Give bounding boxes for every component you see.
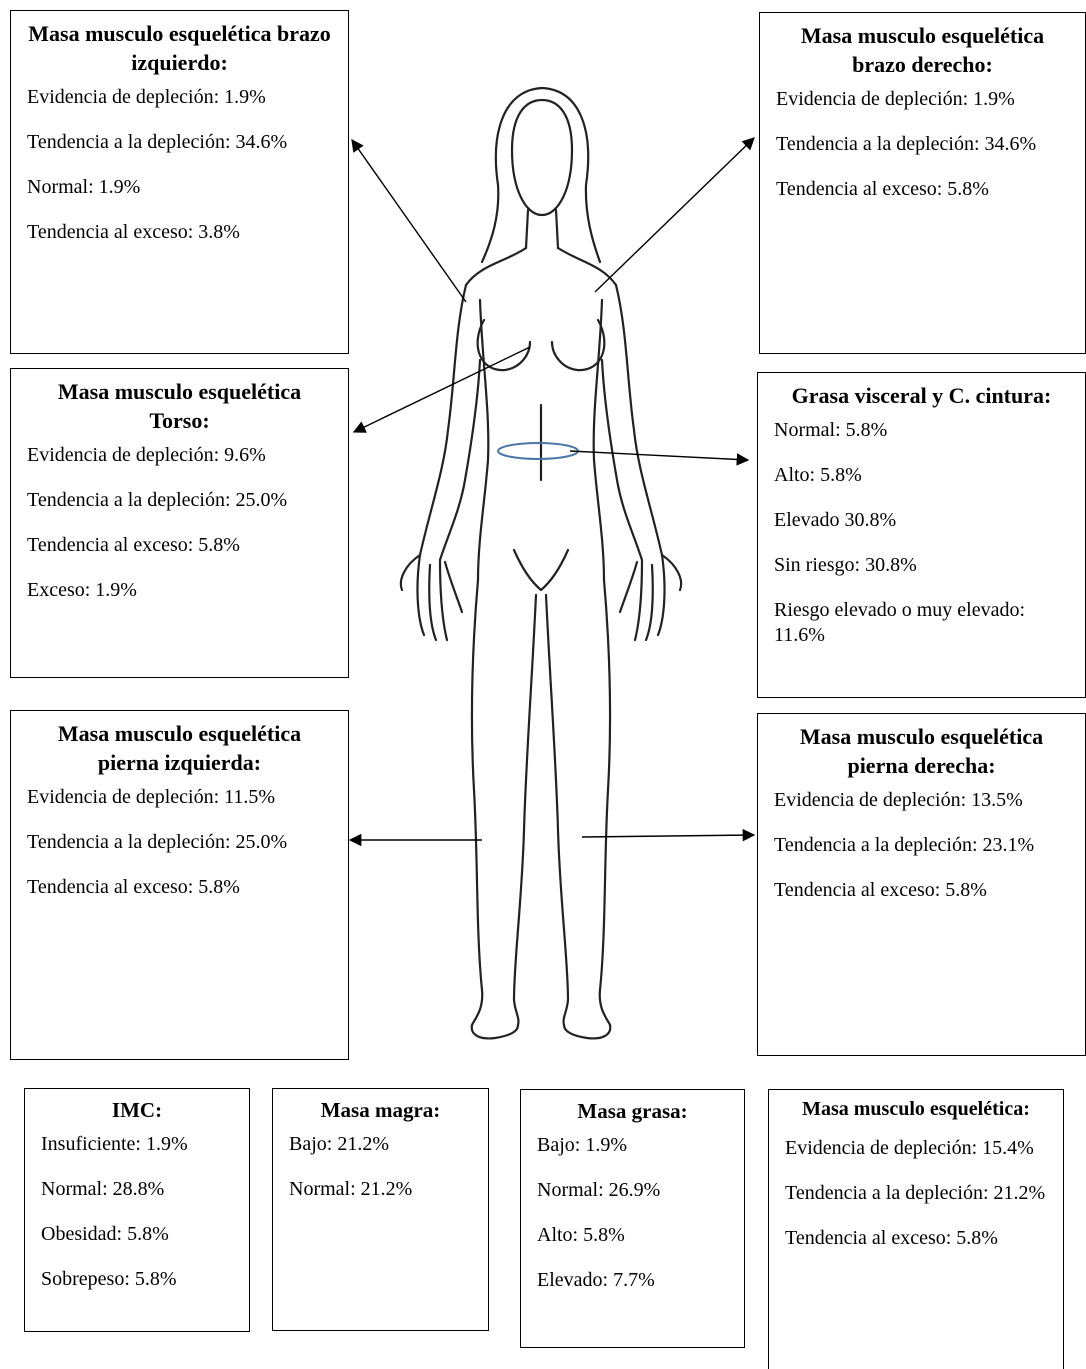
box-title: Masa magra: bbox=[289, 1097, 472, 1124]
box-title: IMC: bbox=[41, 1097, 233, 1124]
box-pierna-izquierda: Masa musculo esquelética pierna izquierd… bbox=[10, 710, 349, 1060]
list-item: Alto: 5.8% bbox=[774, 463, 1069, 488]
list-item: Tendencia a la depleción: 25.0% bbox=[27, 488, 332, 513]
arrow-pierna-derecha bbox=[582, 835, 754, 837]
list-item: Normal: 26.9% bbox=[537, 1178, 728, 1203]
box-imc: IMC: Insuficiente: 1.9% Normal: 28.8% Ob… bbox=[24, 1088, 250, 1332]
list-item: Tendencia a la depleción: 23.1% bbox=[774, 833, 1069, 858]
box-brazo-derecho: Masa musculo esquelética brazo derecho: … bbox=[759, 12, 1086, 354]
list-item: Tendencia al exceso: 5.8% bbox=[776, 177, 1069, 202]
box-pierna-derecha: Masa musculo esquelética pierna derecha:… bbox=[757, 713, 1086, 1056]
connector-arrows bbox=[350, 138, 754, 840]
box-title: Masa musculo esquelética brazo derecho: bbox=[776, 21, 1069, 79]
list-item: Tendencia al exceso: 5.8% bbox=[27, 533, 332, 558]
list-item: Tendencia a la depleción: 25.0% bbox=[27, 830, 332, 855]
list-item: Normal: 21.2% bbox=[289, 1177, 472, 1202]
list-item: Tendencia a la depleción: 21.2% bbox=[785, 1181, 1047, 1206]
list-item: Normal: 28.8% bbox=[41, 1177, 233, 1202]
list-item: Evidencia de depleción: 13.5% bbox=[774, 788, 1069, 813]
box-title: Masa musculo esquelética brazo izquierdo… bbox=[27, 19, 332, 77]
list-item: Tendencia a la depleción: 34.6% bbox=[776, 132, 1069, 157]
box-title: Grasa visceral y C. cintura: bbox=[774, 381, 1069, 410]
list-item: Riesgo elevado o muy elevado: 11.6% bbox=[774, 598, 1069, 648]
arrow-torso bbox=[354, 347, 530, 432]
list-item: Evidencia de depleción: 9.6% bbox=[27, 443, 332, 468]
list-item: Sobrepeso: 5.8% bbox=[41, 1267, 233, 1292]
box-masa-grasa: Masa grasa: Bajo: 1.9% Normal: 26.9% Alt… bbox=[520, 1089, 745, 1348]
list-item: Tendencia al exceso: 5.8% bbox=[774, 878, 1069, 903]
list-item: Normal: 5.8% bbox=[774, 418, 1069, 443]
box-torso: Masa musculo esquelética Torso: Evidenci… bbox=[10, 368, 349, 678]
list-item: Evidencia de depleción: 15.4% bbox=[785, 1136, 1047, 1161]
box-brazo-izquierdo: Masa musculo esquelética brazo izquierdo… bbox=[10, 10, 349, 354]
box-title: Masa musculo esquelética pierna izquierd… bbox=[27, 719, 332, 777]
list-item: Evidencia de depleción: 1.9% bbox=[776, 87, 1069, 112]
female-body-outline bbox=[401, 88, 681, 1038]
list-item: Bajo: 21.2% bbox=[289, 1132, 472, 1157]
box-masa-musculo-esqueletica: Masa musculo esquelética: Evidencia de d… bbox=[768, 1089, 1064, 1369]
list-item: Elevado 30.8% bbox=[774, 508, 1069, 533]
box-title: Masa musculo esquelética pierna derecha: bbox=[774, 722, 1069, 780]
list-item: Tendencia al exceso: 5.8% bbox=[27, 875, 332, 900]
arrow-brazo-izquierdo bbox=[352, 140, 466, 302]
arrow-brazo-derecho bbox=[595, 138, 754, 292]
waist-circumference-ellipse bbox=[498, 443, 578, 459]
box-title: Masa grasa: bbox=[537, 1098, 728, 1125]
list-item: Tendencia al exceso: 5.8% bbox=[785, 1226, 1047, 1251]
list-item: Tendencia a la depleción: 34.6% bbox=[27, 130, 332, 155]
list-item: Obesidad: 5.8% bbox=[41, 1222, 233, 1247]
list-item: Sin riesgo: 30.8% bbox=[774, 553, 1069, 578]
list-item: Elevado: 7.7% bbox=[537, 1268, 728, 1293]
box-masa-magra: Masa magra: Bajo: 21.2% Normal: 21.2% bbox=[272, 1088, 489, 1331]
list-item: Tendencia al exceso: 3.8% bbox=[27, 220, 332, 245]
list-item: Evidencia de depleción: 11.5% bbox=[27, 785, 332, 810]
box-grasa-visceral: Grasa visceral y C. cintura: Normal: 5.8… bbox=[757, 372, 1086, 698]
list-item: Exceso: 1.9% bbox=[27, 578, 332, 603]
list-item: Insuficiente: 1.9% bbox=[41, 1132, 233, 1157]
box-title: Masa musculo esquelética: bbox=[785, 1096, 1047, 1122]
arrow-grasa-visceral bbox=[570, 451, 748, 460]
list-item: Bajo: 1.9% bbox=[537, 1133, 728, 1158]
list-item: Normal: 1.9% bbox=[27, 175, 332, 200]
list-item: Evidencia de depleción: 1.9% bbox=[27, 85, 332, 110]
list-item: Alto: 5.8% bbox=[537, 1223, 728, 1248]
box-title: Masa musculo esquelética Torso: bbox=[27, 377, 332, 435]
